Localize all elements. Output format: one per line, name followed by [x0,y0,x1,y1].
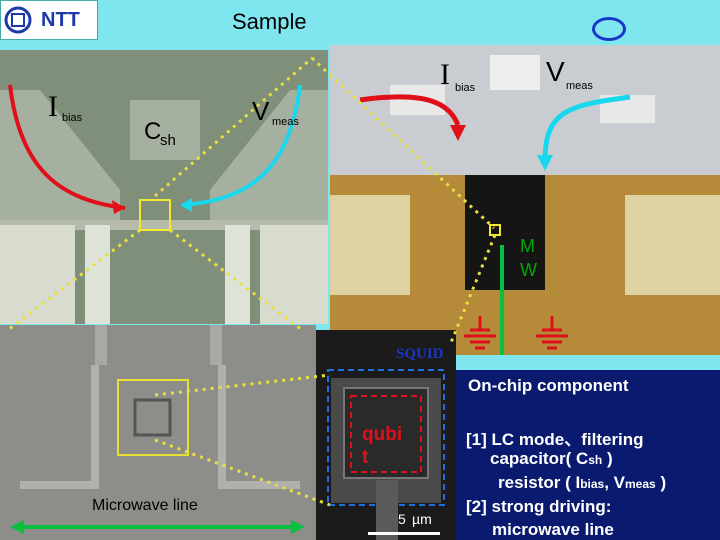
qubit-sem-image [316,330,456,540]
info-line1: [1] LC mode、filtering [466,430,644,449]
scale-bar-value: 5 [398,511,406,527]
vmeas-symbol-right: V [546,56,565,87]
ibias-symbol: I [48,90,58,123]
scale-bar [368,532,440,535]
qubit-label-line2: t [362,447,369,468]
qubit-sem-image-panel [316,330,456,540]
info-line3-b: , V [604,473,626,492]
ibias-subscript-right: bias [455,82,476,94]
sample-holder-image [330,45,720,355]
ibias-symbol-right: I [440,58,450,91]
info-line3-sub1: bias [580,477,605,491]
vmeas-subscript: meas [272,116,299,128]
microwave-line-label: Microwave line [92,497,198,514]
info-line2: capacitor( Csh ) [490,449,613,469]
ntt-logo-mark [4,6,32,34]
info-title: On-chip component [468,376,629,395]
info-line4: [2] strong driving: [466,497,612,516]
mw-label-line2: W [520,260,537,280]
mw-label-line1: M [520,236,535,256]
on-chip-component-panel [456,370,720,540]
info-line2-sub: sh [588,453,603,467]
scale-bar-unit: µm [412,511,432,527]
sample-holder-photo [330,45,720,355]
info-line2-a: capacitor( C [490,449,589,468]
ground-symbols [464,316,568,350]
info-line3-a: resistor ( I [498,473,581,492]
squid-label: SQUID [396,346,444,362]
info-line5: microwave line [492,520,614,539]
ibias-subscript: bias [62,112,83,124]
info-line2-b: ) [602,449,613,468]
info-line3-c: ) [655,473,667,492]
qubit-label-line1: qubi [362,424,403,445]
ntt-logo-text: NTT [41,9,80,31]
page-title: Sample [232,9,307,34]
vmeas-symbol: V [252,96,270,126]
csh-subscript: sh [160,132,176,149]
info-line3: resistor ( Ibias, Vmeas ) [498,473,666,493]
info-line3-sub2: meas [625,477,656,491]
ntt-logo: NTT [0,0,98,40]
vmeas-subscript-right: meas [566,80,593,92]
blue-oval-icon [592,17,626,41]
csh-symbol: C [144,118,162,145]
